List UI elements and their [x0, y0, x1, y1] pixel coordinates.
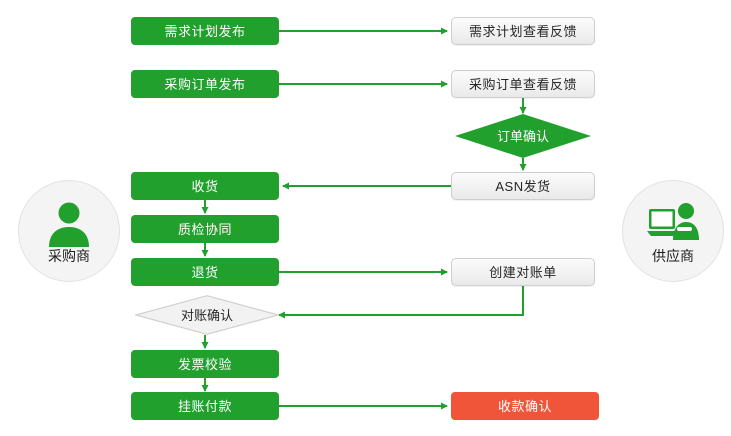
diamond-shape-green: [455, 114, 591, 158]
node-asn-ship-label: ASN发货: [495, 178, 551, 194]
node-order-confirm[interactable]: 订单确认: [455, 114, 591, 158]
node-quality-collab[interactable]: 质检协同: [131, 215, 279, 243]
node-receipt-confirm[interactable]: 收款确认: [451, 392, 599, 420]
node-return-goods-label: 退货: [191, 264, 219, 280]
node-create-statement-label: 创建对账单: [489, 264, 557, 280]
node-demand-plan-feedback-label: 需求计划查看反馈: [468, 23, 577, 39]
node-po-publish-label: 采购订单发布: [164, 76, 246, 92]
node-payment-posting[interactable]: 挂账付款: [131, 392, 279, 420]
node-quality-collab-label: 质检协同: [177, 221, 232, 237]
node-statement-confirm-label: 对账确认: [180, 307, 233, 323]
node-receive-goods[interactable]: 收货: [131, 172, 279, 200]
node-receive-goods-label: 收货: [191, 178, 219, 194]
diamond-shape-white: [135, 295, 279, 335]
person-icon: [49, 202, 89, 247]
node-invoice-check-label: 发票校验: [177, 356, 232, 372]
edge-create-statement-to-statement-confirm: [278, 286, 524, 319]
node-po-feedback[interactable]: 采购订单查看反馈: [451, 70, 595, 98]
node-po-publish[interactable]: 采购订单发布: [131, 70, 279, 98]
actor-supplier-label: 供应商: [652, 247, 694, 264]
person-at-computer-icon: [647, 202, 699, 240]
node-demand-plan-feedback[interactable]: 需求计划查看反馈: [451, 17, 595, 45]
node-create-statement[interactable]: 创建对账单: [451, 258, 595, 286]
node-order-confirm-label: 订单确认: [496, 128, 549, 144]
node-receipt-confirm-label: 收款确认: [497, 398, 552, 414]
actor-buyer-label: 采购商: [48, 247, 90, 264]
node-demand-plan-publish[interactable]: 需求计划发布: [131, 17, 279, 45]
node-return-goods[interactable]: 退货: [131, 258, 279, 286]
node-po-feedback-label: 采购订单查看反馈: [468, 76, 577, 92]
node-demand-plan-publish-label: 需求计划发布: [164, 23, 246, 39]
actor-supplier[interactable]: 供应商: [622, 180, 724, 282]
node-invoice-check[interactable]: 发票校验: [131, 350, 279, 378]
node-statement-confirm[interactable]: 对账确认: [135, 295, 279, 335]
node-asn-ship[interactable]: ASN发货: [451, 172, 595, 200]
actor-buyer[interactable]: 采购商: [18, 180, 120, 282]
node-payment-posting-label: 挂账付款: [177, 398, 232, 414]
